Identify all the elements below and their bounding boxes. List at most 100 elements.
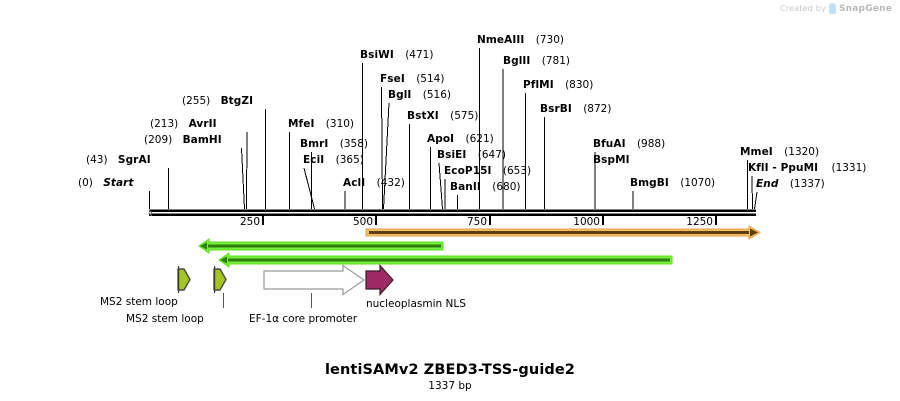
enzyme-name-bsiei: BsiEI xyxy=(437,149,467,161)
enzyme-pos-bsiwi: (471) xyxy=(405,49,434,61)
enzyme-label-bamhi[interactable]: (209) BamHI xyxy=(144,135,222,146)
enzyme-pos-bmri: (358) xyxy=(339,138,369,150)
enzyme-name-banii: BanII xyxy=(450,181,481,193)
enzyme-pos-sgrai: (43) xyxy=(86,154,108,166)
enzyme-name-bgli: BglI xyxy=(388,89,412,101)
enzyme-label-bglii[interactable]: BglII (781) xyxy=(503,56,570,67)
snapgene-watermark: Created by SnapGene xyxy=(780,3,892,14)
enzyme-pos-banii: (680) xyxy=(492,181,521,193)
enzyme-label-bfuai[interactable]: BfuAI (988) xyxy=(593,139,665,150)
feature-label-ms2-stem-loop-2[interactable]: MS2 stem loop xyxy=(126,313,204,325)
feature-ef1a-core-promoter xyxy=(263,264,366,296)
enzyme-pos-fsei: (514) xyxy=(416,73,445,85)
leader-line-avrii xyxy=(246,131,248,210)
leader-line-bgli xyxy=(383,102,390,210)
leader-line-bamhi xyxy=(241,147,245,210)
feature-label-nucleoplasmin-nls[interactable]: nucleoplasmin NLS xyxy=(366,298,466,310)
ruler-tick-1000 xyxy=(602,216,605,225)
ruler-tick-750 xyxy=(489,216,492,225)
enzyme-label-pflmi[interactable]: PflMI (830) xyxy=(523,80,593,91)
ruler-label-750: 750 xyxy=(466,216,487,228)
enzyme-pos-acli: (432) xyxy=(376,177,405,189)
enzyme-label-btgzi[interactable]: (255) BtgZI xyxy=(182,96,253,107)
leader-line-fsei xyxy=(381,86,383,210)
enzyme-name-bglii: BglII xyxy=(503,55,531,67)
enzyme-name-ecop15i: EcoP15I xyxy=(444,165,492,177)
enzyme-name-sgrai: SgrAI xyxy=(117,154,151,166)
enzyme-label-start[interactable]: (0) Start xyxy=(78,178,134,189)
sequence-ruler xyxy=(148,209,756,225)
ruler-left-endcap xyxy=(148,209,153,217)
enzyme-name-fsei: FseI xyxy=(380,73,405,85)
watermark-prefix: Created by xyxy=(779,4,826,13)
enzyme-name-end: End xyxy=(756,178,779,190)
enzyme-label-bspmi[interactable]: BspMI xyxy=(593,155,630,166)
ruler-tick-500 xyxy=(375,216,378,225)
leader-line-end xyxy=(754,191,758,210)
enzyme-name-bstxi: BstXI xyxy=(407,110,439,122)
ruler-label-250: 250 xyxy=(239,216,260,228)
feature-ms2-stem-loop-1 xyxy=(177,266,191,293)
enzyme-label-bsiwi[interactable]: BsiWI (471) xyxy=(360,50,433,61)
enzyme-name-mfei: MfeI xyxy=(288,118,315,130)
enzyme-pos-start: (0) xyxy=(78,177,93,189)
enzyme-pos-mmei: (1320) xyxy=(784,146,820,158)
enzyme-pos-bamhi: (209) xyxy=(144,134,173,146)
enzyme-label-sgrai[interactable]: (43) SgrAI xyxy=(86,155,151,166)
enzyme-name-avrii: AvrII xyxy=(188,118,217,130)
enzyme-label-ecii[interactable]: EciI (365) xyxy=(303,155,364,166)
enzyme-name-acli: AclI xyxy=(343,177,366,189)
feature-orange-arrow xyxy=(365,225,761,240)
enzyme-name-ecii: EciI xyxy=(303,154,325,166)
enzyme-pos-bgli: (516) xyxy=(422,89,452,101)
enzyme-pos-nmeaiii: (730) xyxy=(535,34,564,46)
enzyme-pos-pflmi: (830) xyxy=(565,79,594,91)
enzyme-name-bsiwi: BsiWI xyxy=(360,49,394,61)
ruler-label-1250: 1250 xyxy=(686,216,713,228)
enzyme-pos-kfli-ppumi: (1331) xyxy=(831,162,867,174)
enzyme-pos-avrii: (213) xyxy=(150,118,179,130)
leader-line-kfli-ppumi xyxy=(751,175,753,210)
enzyme-label-kfli-ppumi[interactable]: KflI - PpuMI (1331) xyxy=(748,163,866,174)
enzyme-pos-ecop15i: (653) xyxy=(502,165,532,177)
feature-green-arrow-1 xyxy=(198,238,444,254)
enzyme-name-start: Start xyxy=(103,177,134,189)
enzyme-name-bsrbi: BsrBI xyxy=(540,103,572,115)
enzyme-label-avrii[interactable]: (213) AvrII xyxy=(150,119,217,130)
enzyme-label-bmri[interactable]: BmrI (358) xyxy=(300,139,368,150)
enzyme-name-pflmi: PflMI xyxy=(523,79,554,91)
enzyme-name-bamhi: BamHI xyxy=(182,134,222,146)
enzyme-label-bsiei[interactable]: BsiEI (647) xyxy=(437,150,506,161)
enzyme-pos-bsrbi: (872) xyxy=(583,103,612,115)
enzyme-label-mfei[interactable]: MfeI (310) xyxy=(288,119,354,130)
feature-label-ef1a-core-promoter[interactable]: EF-1α core promoter xyxy=(249,313,358,325)
enzyme-pos-ecii: (365) xyxy=(335,154,364,166)
enzyme-name-apoi: ApoI xyxy=(427,133,455,145)
enzyme-label-nmeaiii[interactable]: NmeAIII (730) xyxy=(477,35,564,46)
enzyme-label-acli[interactable]: AclI (432) xyxy=(343,178,405,189)
enzyme-pos-bmgbi: (1070) xyxy=(680,177,716,189)
enzyme-name-bspmi: BspMI xyxy=(593,154,630,166)
enzyme-label-ecop15i[interactable]: EcoP15I (653) xyxy=(444,166,531,177)
enzyme-label-end[interactable]: End (1337) xyxy=(756,179,825,190)
enzyme-name-mmei: MmeI xyxy=(740,146,773,158)
ruler-bar-top xyxy=(149,209,756,212)
feature-label-ms2-stem-loop-1[interactable]: MS2 stem loop xyxy=(100,296,178,308)
enzyme-label-fsei[interactable]: FseI (514) xyxy=(380,74,444,85)
enzyme-label-bgli[interactable]: BglI (516) xyxy=(388,90,451,101)
snapgene-logo-icon xyxy=(828,3,836,14)
enzyme-pos-bfuai: (988) xyxy=(636,138,666,150)
enzyme-label-bmgbi[interactable]: BmgBI (1070) xyxy=(630,178,715,189)
enzyme-label-banii[interactable]: BanII (680) xyxy=(450,182,520,193)
enzyme-label-mmei[interactable]: MmeI (1320) xyxy=(740,147,819,158)
enzyme-pos-end: (1337) xyxy=(789,178,825,190)
ruler-tick-250 xyxy=(262,216,265,225)
enzyme-name-bfuai: BfuAI xyxy=(593,138,626,150)
enzyme-label-bsrbi[interactable]: BsrBI (872) xyxy=(540,104,611,115)
ruler-bar-bottom xyxy=(149,213,756,216)
enzyme-label-bstxi[interactable]: BstXI (575) xyxy=(407,111,478,122)
enzyme-name-bmri: BmrI xyxy=(300,138,329,150)
ruler-label-1000: 1000 xyxy=(573,216,600,228)
enzyme-name-bmgbi: BmgBI xyxy=(630,177,669,189)
